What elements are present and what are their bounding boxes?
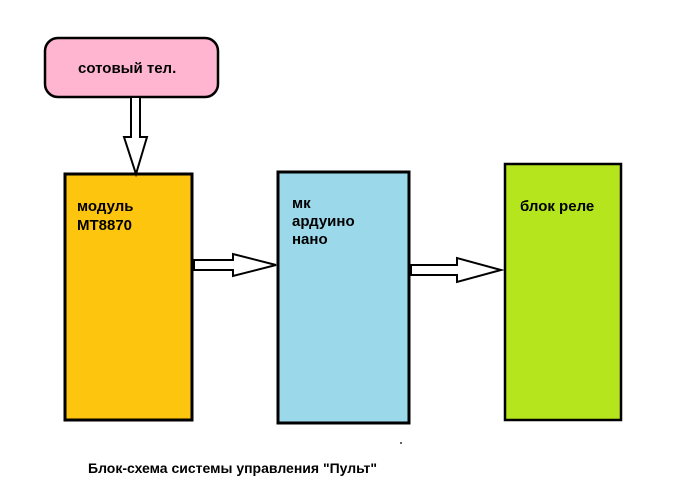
node-mcu-box xyxy=(276,170,411,425)
stray-dot xyxy=(400,442,402,444)
diagram-caption: Блок-схема системы управления "Пульт" xyxy=(88,460,378,476)
node-mcu-label: мк ардуино нано xyxy=(292,195,355,248)
arrow-mcu-to-relay xyxy=(410,256,505,284)
node-module-label: модуль MT8870 xyxy=(77,198,134,234)
node-relay-label: блок реле xyxy=(520,198,595,215)
node-phone-label: сотовый тел. xyxy=(78,60,177,77)
arrow-phone-to-module xyxy=(122,96,149,178)
node-module-box xyxy=(63,172,194,422)
arrow-module-to-mcu xyxy=(193,252,277,278)
node-relay-box xyxy=(503,162,623,422)
